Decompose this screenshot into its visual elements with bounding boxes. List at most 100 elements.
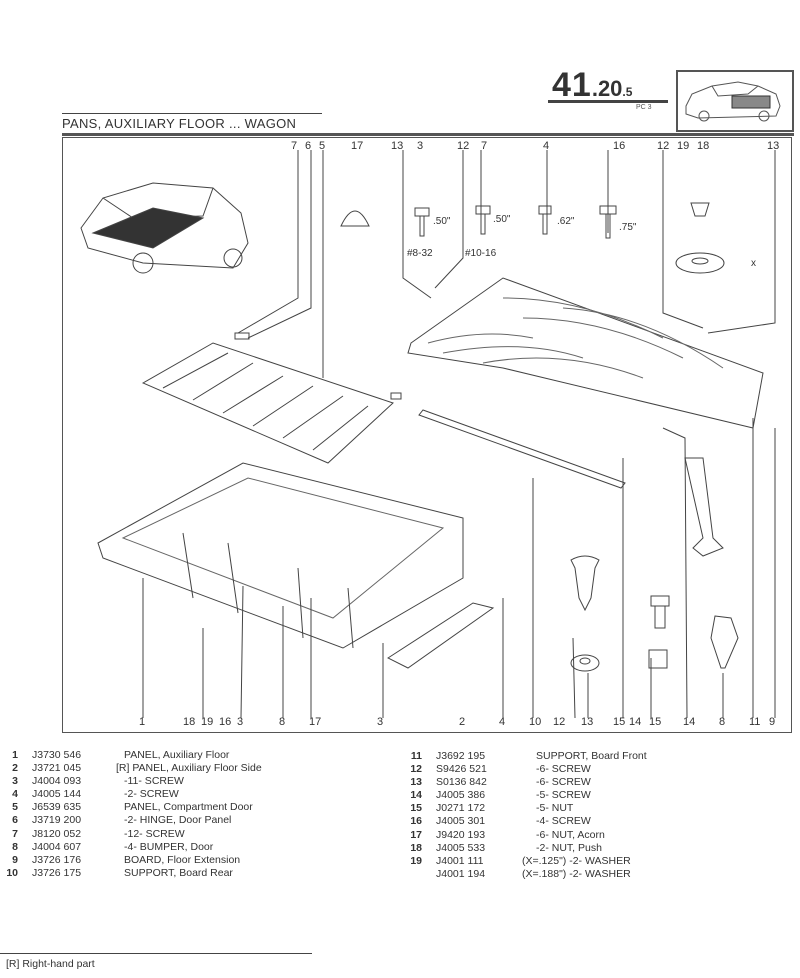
item-number: 5 [12,801,18,814]
part-description: -6- NUT, Acorn [536,828,605,841]
item-number: 8 [12,840,18,853]
item-number: 10 [6,866,18,879]
part-row: 7 J8120 052 -12- SCREW [0,828,262,841]
part-description: -4- SCREW [536,815,591,828]
callout: 12 [553,716,566,728]
callout: 18 [697,140,710,152]
part-number: J8120 052 [32,827,82,840]
item-number: 4 [12,788,18,801]
item-number: 14 [410,789,422,802]
callout: 5 [319,140,326,152]
callout: 16 [219,716,232,728]
dimension-label: #8-32 [407,248,433,259]
footnote-rule [0,953,312,954]
callout: 7 [481,140,488,152]
part-description: -12- SCREW [124,827,185,840]
item-number: 18 [410,841,422,854]
part-row: J4001 194(X=.188") -2- WASHER [404,868,647,881]
callout: 3 [237,716,244,728]
part-description: -6- SCREW [536,763,591,776]
item-number: 9 [12,853,18,866]
dimension-label: .75" [619,222,637,233]
callout: 6 [305,140,312,152]
item-number: 17 [410,828,422,841]
item-number: 2 [12,762,18,775]
callout: 15 [613,716,626,728]
dimension-label: .50" [493,214,511,225]
callout: 10 [529,716,542,728]
page-number-underline [548,100,668,103]
page-number: 41.20.5 [552,66,632,105]
callout: 4 [543,140,550,152]
part-row: 9 J3726 176 BOARD, Floor Extension [0,854,262,867]
callout: 13 [581,716,594,728]
part-number: J3730 546 [32,749,82,761]
item-number: 12 [410,763,422,776]
part-description: -4- BUMPER, Door [124,840,214,853]
part-row: 14 J4005 386 -5- SCREW [404,789,647,802]
diagram-drawing [80,150,776,719]
callout: 8 [279,716,286,728]
page-title: PANS, AUXILIARY FLOOR ... WAGON [62,116,297,131]
callout: 19 [201,716,214,728]
part-row: 1 J3730 546 PANEL, Auxiliary Floor [0,749,262,762]
parts-list-left: 1 J3730 546 PANEL, Auxiliary Floor 2 J3721 … [0,749,262,880]
exploded-diagram: 7 6 5 17 13 3 12 7 4 16 12 19 18 13 1 18… [62,137,792,733]
part-number: J3726 175 [32,866,82,879]
part-row: 17 J9420 193 -6- NUT, Acorn [404,829,647,842]
part-number: J3726 176 [32,853,82,866]
item-number: 1 [12,749,18,761]
callout: 12 [457,140,470,152]
part-description: (X=.125") -2- WASHER [522,854,631,867]
callout: 12 [657,140,670,152]
part-row: 10 J3726 175 SUPPORT, Board Rear [0,867,262,880]
part-number: J4005 386 [436,789,486,802]
callout: 17 [309,716,322,728]
part-description: (X=.188") -2- WASHER [522,867,631,880]
callout: 14 [683,716,696,728]
part-number: J4001 111 [436,854,484,867]
part-number: J0271 172 [436,802,486,815]
callout: 13 [391,140,404,152]
part-description: -2- NUT, Push [536,841,602,854]
part-number: J4005 533 [436,841,486,854]
item-number: 15 [410,802,422,815]
part-description: PANEL, Auxiliary Floor [124,749,230,761]
callout: 16 [613,140,626,152]
part-number: J9420 193 [436,828,486,841]
dimension-label: .50" [433,216,451,227]
callout: 7 [291,140,298,152]
page-code: PC 3 [636,104,652,111]
item-number: 3 [12,775,18,788]
car-outline-icon [685,81,781,122]
item-number: 7 [12,827,18,840]
vehicle-location-thumbnail [676,70,794,132]
part-description: PANEL, Compartment Door [124,801,253,814]
part-number: J4005 144 [32,788,82,801]
part-description: BOARD, Floor Extension [124,853,241,866]
callout: 11 [749,716,761,728]
part-number: J4004 093 [32,775,82,788]
callout: 3 [417,140,424,152]
page-number-main: 41 [552,66,592,104]
part-description: [R] PANEL, Auxiliary Floor Side [116,762,262,775]
part-row: 2 J3721 045 [R] PANEL, Auxiliary Floor Sid… [0,762,262,775]
part-number: J3721 045 [32,762,82,775]
part-number: J3719 200 [32,814,82,827]
part-description: -6- SCREW [536,776,591,789]
part-description: SUPPORT, Board Rear [124,866,233,879]
part-number: S0136 842 [436,776,487,789]
page-number-sub: .5 [622,85,633,99]
part-number: J4005 301 [436,815,486,828]
dimension-label: #10-16 [465,248,497,259]
part-description: -5- SCREW [536,789,591,802]
